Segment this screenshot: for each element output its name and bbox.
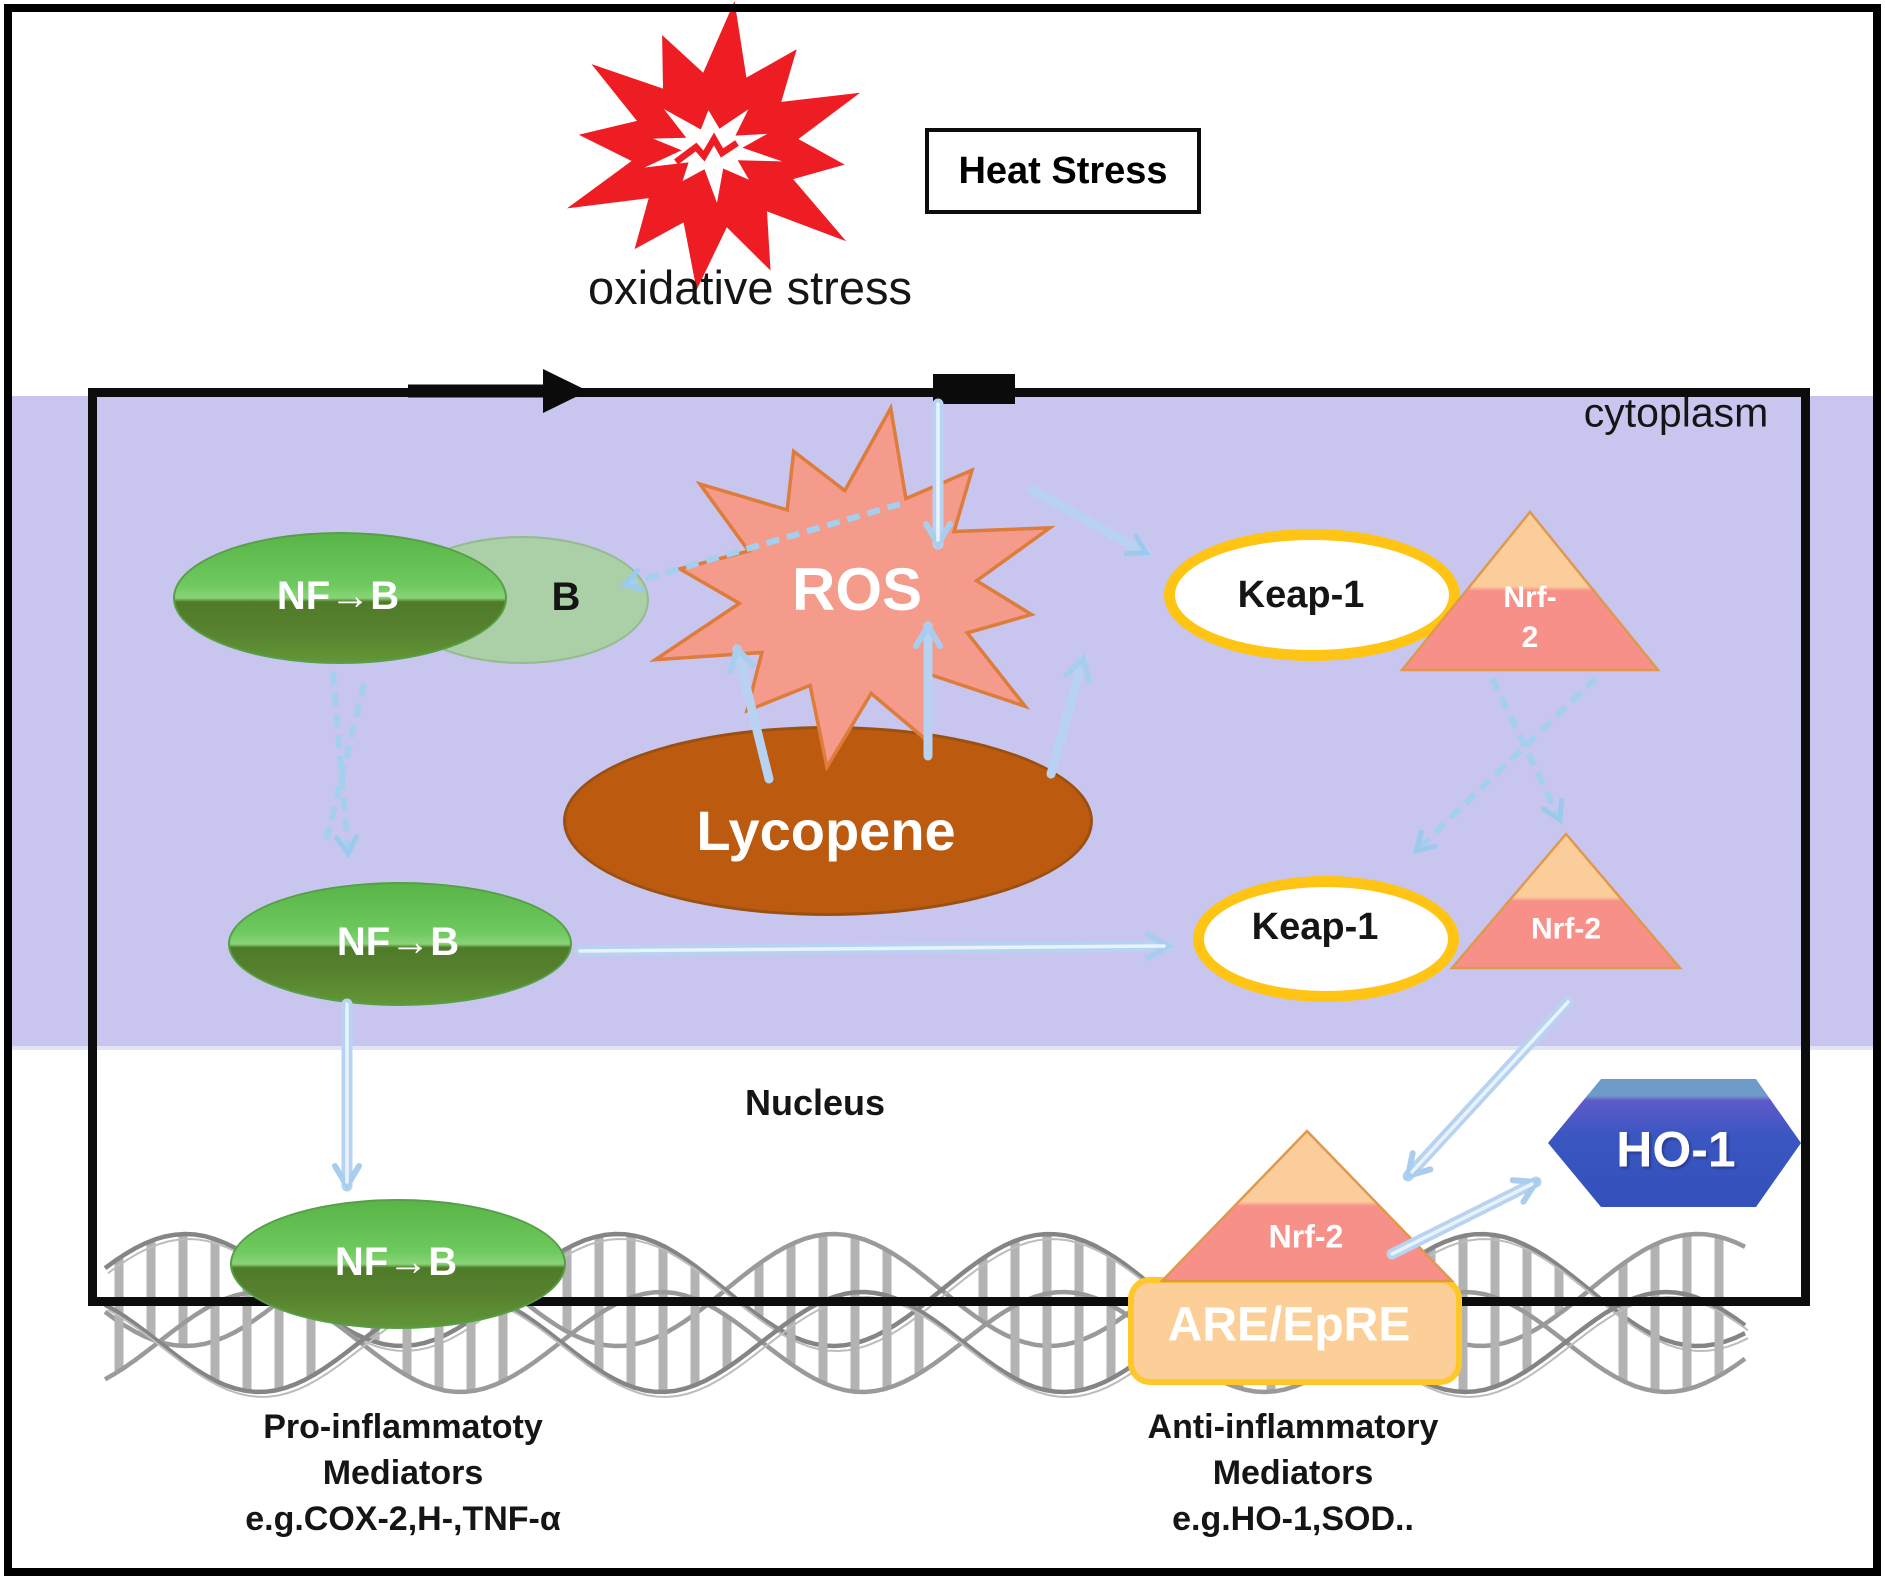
ho1-label: HO-1: [1616, 1121, 1736, 1178]
keap1-label-bottom: Keap-1: [1251, 906, 1379, 949]
are-epre-label: ARE/EpRE: [1167, 1298, 1411, 1352]
heat-stress-box: Heat Stress: [925, 128, 1201, 214]
nfkb-label-middle: NF→B: [336, 920, 460, 964]
keap1-label-top: Keap-1: [1237, 574, 1365, 617]
nfkb-ellipse-cytoplasm-top: [173, 532, 507, 664]
oxidative-stress-label: oxidative stress: [588, 261, 912, 315]
nucleus-label: Nucleus: [744, 1082, 886, 1124]
nfkb-label-top: NF→B: [276, 574, 400, 618]
ros-label: ROS: [791, 556, 923, 623]
lycopene-label: Lycopene: [696, 799, 956, 863]
nfkb-ellipse-cytoplasm-bottom: [228, 882, 572, 1006]
cytoplasm-label: cytoplasm: [1583, 389, 1769, 436]
nrf2-label-top: Nrf- 2: [1503, 581, 1557, 654]
nfkb-label-nucleus: NF→B: [334, 1240, 458, 1284]
nrf2-label-nucleus: Nrf-2: [1268, 1218, 1344, 1255]
ikb-label: B: [551, 575, 581, 619]
heat-stress-label: Heat Stress: [958, 149, 1168, 192]
heat-stress-burst-icon: [567, 1, 861, 290]
pro-inflammatory-caption: Pro-inflammatoty Mediators e.g.COX-2,H-,…: [245, 1408, 561, 1538]
anti-inflammatory-caption: Anti-inflammatory Mediators e.g.HO-1,SOD…: [1147, 1408, 1439, 1538]
nrf2-label-middle: Nrf-2: [1530, 912, 1602, 946]
